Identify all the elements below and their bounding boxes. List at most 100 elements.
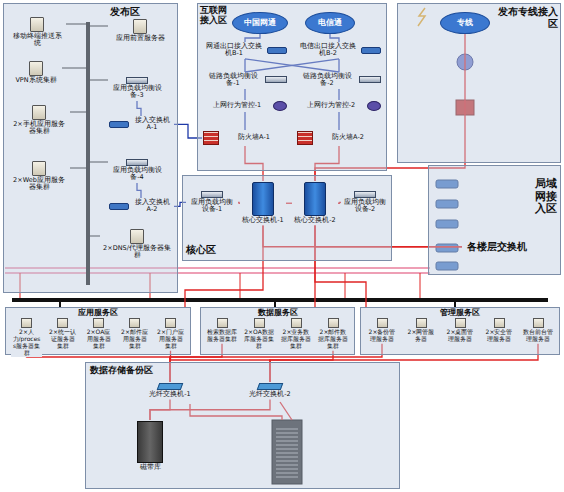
switch-icon — [109, 203, 129, 210]
bus-drop — [420, 273, 421, 300]
device-label: 应用负载均衡设备-2 — [342, 199, 388, 214]
zone-title: 数据存储备份区 — [90, 365, 153, 375]
device-label: 2×OA数据库服务器集群 — [243, 329, 275, 350]
device-label: VPN系统集群 — [14, 77, 57, 84]
backbone-bus — [12, 298, 548, 302]
device-label: 链路负载均衡设备-2 — [297, 73, 357, 88]
device-node: 防火墙A-1 — [202, 130, 288, 146]
device-node: 2×业务数据库服务器集群 — [279, 317, 313, 351]
device-label: 电信出口接入交换机B-2 — [297, 43, 359, 58]
device-node: 应用前置服务器 — [108, 18, 172, 43]
server-icon — [217, 318, 228, 328]
device-node: 接入交换机A-2 — [108, 198, 174, 215]
server-icon — [129, 318, 140, 328]
device-label: 2×OA应用服务器集群 — [83, 329, 114, 350]
bus-drop — [240, 273, 241, 300]
network-cloud: 中国网通 — [232, 12, 288, 34]
zone-title: 互联网接入区 — [200, 5, 227, 25]
device-label: 光纤交换机-1 — [148, 391, 191, 398]
fiber-switch-icon — [257, 383, 284, 390]
device-node: 应用负载均衡设备-1 — [186, 190, 238, 215]
device-label: 2×统一认证服务器集群 — [47, 329, 78, 350]
zone-panel: 2×人力/process服务器集群2×统一认证服务器集群2×OA应用服务器集群2… — [5, 307, 191, 355]
device-label: 专线 — [456, 18, 474, 27]
device-label: 磁带库 — [139, 464, 162, 471]
load-balancer-icon — [126, 77, 148, 84]
device-node: 2×OA数据库服务器集群 — [242, 317, 276, 351]
zone-title-box: 管理服务区 — [361, 308, 559, 317]
zone-title-box: 互联网接入区 — [200, 5, 228, 26]
device-node: 电信出口接入交换机B-2 — [296, 42, 382, 59]
device-label: 各楼层交换机 — [466, 241, 528, 253]
switch-icon — [267, 47, 287, 54]
device-node: 磁带库 — [128, 420, 172, 472]
device-node: 各楼层交换机 — [462, 240, 532, 254]
device-label: 防火墙A-1 — [221, 134, 287, 141]
device-node: 数台前台管理服务器 — [520, 317, 556, 344]
server-icon — [494, 318, 505, 328]
device-label: 应用负载均衡设备-1 — [187, 199, 237, 214]
device-node: 上网行为管控-1 — [202, 100, 288, 112]
device-label: 2×DNS/代理服务器集群 — [101, 245, 173, 260]
device-node: 检索数据库服务器集群 — [205, 317, 239, 344]
switch-icon — [109, 121, 129, 128]
server-icon — [30, 17, 44, 32]
device-node: 2×Web应用服务器集群 — [8, 160, 70, 193]
device-label: 2×业务数据库服务器集群 — [280, 329, 312, 350]
zone-title: 局域网接入区 — [535, 177, 557, 215]
device-label: 核心交换机-2 — [293, 217, 336, 224]
device-node: 2×桌面管理服务器 — [442, 317, 478, 344]
zone-title: 管理服务区 — [440, 308, 480, 317]
server-icon — [291, 318, 302, 328]
zone-panel: 专线 发布专线接入区 — [397, 3, 561, 163]
server-icon — [93, 318, 104, 328]
device-label: 应用前置服务器 — [115, 35, 166, 42]
zone-title-box: 发布专线接入区 — [496, 6, 558, 29]
device-node: 2×DNS/代理服务器集群 — [100, 228, 174, 261]
device-label: 2×邮件数据库服务器集群 — [317, 329, 349, 350]
device-node: 上网行为管控-2 — [296, 100, 382, 112]
device-label: 检索数据库服务器集群 — [206, 329, 238, 343]
device-node: 光纤交换机-2 — [240, 382, 300, 399]
server-icon — [32, 161, 46, 176]
zone-title: 数据服务区 — [258, 308, 298, 317]
zone-title-box: 核心区 — [186, 244, 226, 256]
zone-title-box: 局域网接入区 — [535, 178, 559, 216]
zone-panel: 检索数据库服务器集群 2×OA数据库服务器集群2×业务数据库服务器集群2×邮件数据… — [200, 307, 355, 355]
device-node: 2×OA应用服务器集群 — [82, 317, 115, 351]
device-node: 网通出口接入交换机B-1 — [202, 42, 288, 59]
server-icon — [416, 318, 427, 328]
server-icon — [133, 19, 147, 34]
core-switch-icon — [304, 182, 326, 216]
device-node: 核心交换机-1 — [240, 181, 286, 225]
server-icon — [21, 318, 32, 328]
device-node: 2×邮件应用服务器集群 — [118, 317, 151, 351]
device-node: 移动终端推送系统 — [8, 16, 66, 49]
device-label: 应用负载均衡设备-4 — [109, 167, 165, 182]
zone-title-box: 数据服务区 — [201, 308, 354, 317]
device-label: 链路负载均衡设备-1 — [203, 73, 263, 88]
zone-panel: 移动终端推送系统应用前置服务器VPN系统集群应用负载均衡设备-32×手机应用服务… — [3, 3, 178, 293]
device-node: 2×网管服务器 — [403, 317, 439, 344]
device-label: 接入交换机A-1 — [131, 117, 173, 132]
network-cloud: 专线 — [440, 12, 490, 34]
zone-title: 发布专线接入区 — [498, 6, 558, 29]
device-label: 2×桌面管理服务器 — [443, 329, 477, 343]
device-label: 核心交换机-1 — [241, 217, 284, 224]
zone-panel: 应用负载均衡设备-1 核心交换机-1 核心交换机-2 应用负载均衡设备-2 核心区 — [182, 175, 392, 261]
zone-title-box: 应用服务区 — [6, 308, 190, 317]
zone-panel: 光纤交换机-1 光纤交换机-2 磁带库 数据存储备份区 — [85, 362, 400, 489]
device-label: 光纤交换机-2 — [248, 391, 291, 398]
device-node: 应用负载均衡设备-2 — [341, 190, 389, 215]
device-label: 2×Web应用服务器集群 — [9, 177, 69, 192]
tape-library-icon — [137, 421, 163, 463]
behavior-control-icon — [273, 101, 287, 111]
device-node: 2×备份管理服务器 — [364, 317, 400, 344]
device-label: 2×安全管理服务器 — [482, 329, 516, 343]
zone-title: 发布区 — [110, 6, 140, 17]
device-node: 2×统一认证服务器集群 — [46, 317, 79, 351]
load-balancer-icon — [201, 191, 223, 198]
server-icon — [455, 318, 466, 328]
firewall-icon — [203, 131, 219, 145]
server-icon — [165, 318, 176, 328]
